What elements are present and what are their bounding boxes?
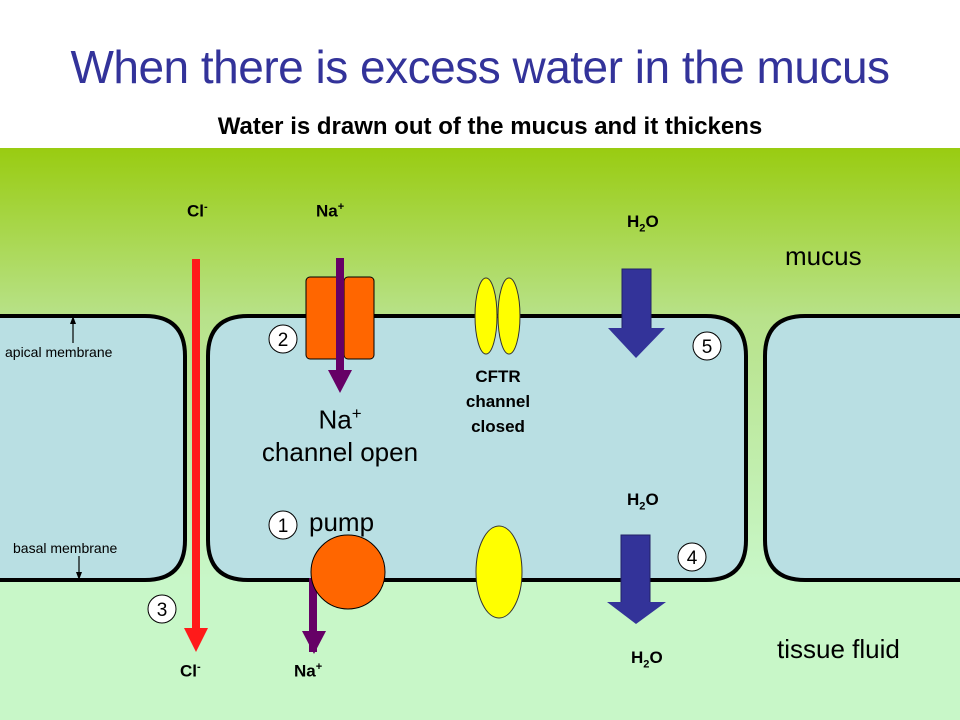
- step-badge-3: 3: [147, 594, 177, 624]
- water-arrow-apical-icon: [608, 268, 665, 358]
- step-number: 5: [702, 337, 713, 358]
- water-top-label: H2O: [627, 212, 659, 235]
- sodium-channel-arrow-icon: [328, 258, 352, 393]
- cftr-channel-icon: [474, 277, 521, 355]
- step-badge-4: 4: [677, 542, 707, 572]
- slide-subtitle: Water is drawn out of the mucus and it t…: [217, 113, 763, 140]
- cell-right: [763, 314, 960, 582]
- sodium-channel-ion: Na+: [318, 404, 362, 435]
- step-badge-5: 5: [692, 331, 722, 361]
- basal-pointer-icon: [76, 556, 82, 580]
- step-number: 1: [278, 516, 289, 537]
- step-number: 3: [157, 600, 168, 621]
- apical-membrane-label: apical membrane: [5, 344, 113, 360]
- basal-membrane-label: basal membrane: [13, 540, 118, 556]
- cftr-label: CFTR channel closed: [465, 367, 531, 436]
- sodium-pump-arrow-icon: [302, 578, 326, 654]
- water-mid-label: H2O: [627, 490, 659, 513]
- cell-left: [0, 314, 187, 582]
- slide-title: When there is excess water in the mucus: [70, 41, 890, 93]
- sodium-ion-bottom-label: Na+: [294, 661, 323, 681]
- step-badge-2: 2: [268, 324, 298, 354]
- sodium-ion-top-label: Na+: [316, 201, 345, 221]
- step-number: 2: [278, 330, 289, 351]
- sodium-channel-label: Na+ channel open: [240, 398, 440, 468]
- basal-channel-icon: [475, 525, 523, 619]
- chloride-arrow-icon: [184, 259, 208, 652]
- tissue-fluid-label: tissue fluid: [777, 634, 900, 664]
- mucus-label: mucus: [785, 241, 862, 271]
- sodium-pump-icon: [310, 534, 386, 610]
- water-bottom-label: H2O: [631, 648, 663, 671]
- chloride-ion-top-label: Cl-: [187, 201, 208, 221]
- step-badge-1: 1: [268, 510, 298, 540]
- water-arrow-basal-icon: [607, 534, 666, 624]
- pump-label: pump: [309, 507, 375, 537]
- sodium-channel-state: channel open: [261, 436, 419, 467]
- apical-pointer-icon: [70, 316, 76, 343]
- chloride-ion-bottom-label: Cl-: [180, 661, 201, 681]
- step-number: 4: [687, 548, 698, 569]
